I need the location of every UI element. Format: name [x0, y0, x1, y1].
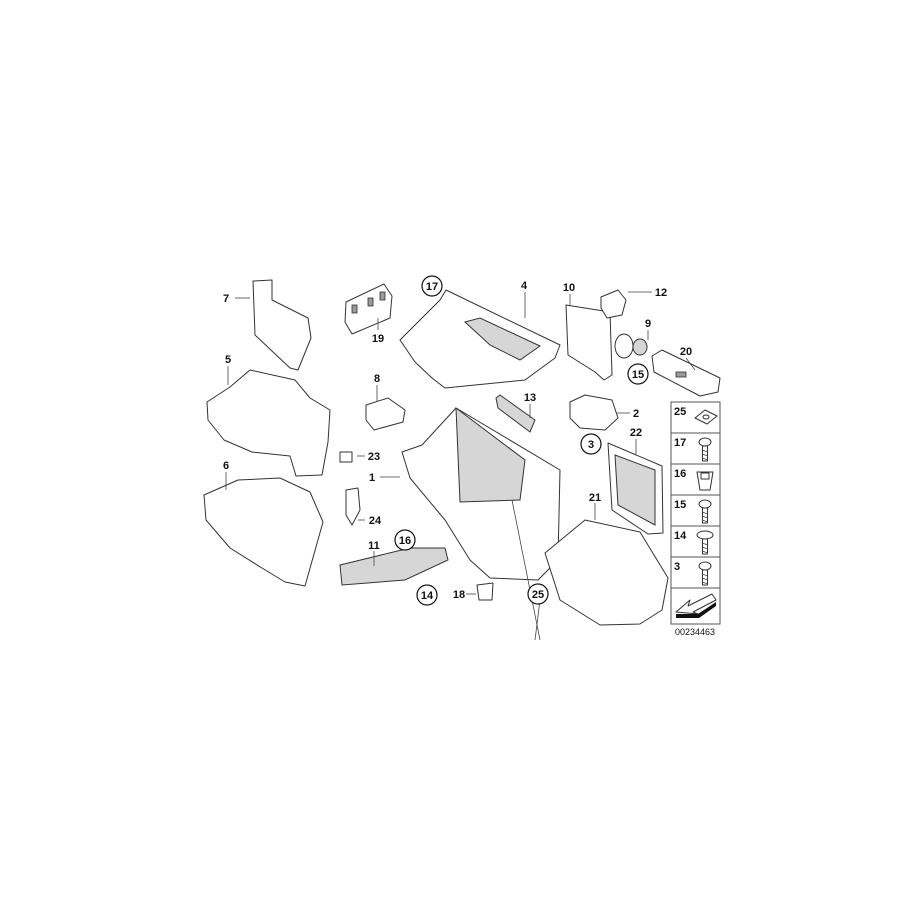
- callout-16: 16: [399, 535, 411, 547]
- legend-label-15: 15: [674, 499, 686, 511]
- callout-4: 4: [521, 280, 528, 292]
- callout-17: 17: [426, 281, 438, 293]
- legend-label-17: 17: [674, 437, 686, 449]
- part-7-bracket: [235, 279, 312, 371]
- callout-7: 7: [223, 293, 229, 305]
- part-20-sleeve: [651, 349, 721, 397]
- part-11-carrier: [339, 547, 449, 586]
- part-19-holder: [344, 283, 393, 335]
- callout-11: 11: [368, 540, 380, 552]
- arrow-icon: [675, 593, 717, 618]
- clip-nut-icon: [694, 409, 718, 425]
- part-24-clip: [345, 487, 365, 526]
- fastener-legend: 25 17 16 15 14 3: [670, 401, 721, 625]
- part-13-strip: [495, 394, 536, 433]
- callout-1: 1: [369, 472, 375, 484]
- callout-circle: [394, 529, 416, 551]
- callout-25: 25: [532, 589, 544, 601]
- callout-10: 10: [563, 282, 575, 294]
- part-5-tray: [206, 366, 331, 477]
- callout-14: 14: [421, 590, 434, 602]
- callout-18: 18: [453, 589, 465, 601]
- callout-5: 5: [225, 354, 231, 366]
- callout-circle: [421, 275, 443, 297]
- callout-12: 12: [655, 287, 667, 299]
- part-6-tray: [203, 472, 324, 587]
- callout-22: 22: [630, 427, 642, 439]
- part-9-grommet: [614, 330, 649, 359]
- callout-circle: [580, 433, 602, 455]
- callout-3: 3: [588, 439, 594, 451]
- legend-label-16: 16: [674, 468, 686, 480]
- callout-6: 6: [223, 460, 229, 472]
- part-23-clip: [339, 451, 365, 463]
- callout-15: 15: [632, 369, 644, 381]
- callout-21: 21: [589, 492, 601, 504]
- part-2-socket: [569, 394, 630, 431]
- callout-23: 23: [368, 451, 380, 463]
- self-tapping-screw-icon: [698, 499, 712, 524]
- callout-9: 9: [645, 318, 651, 330]
- diagram-id: 00234463: [675, 627, 715, 637]
- collar-screw-icon: [696, 530, 714, 555]
- callout-19: 19: [372, 333, 384, 345]
- part-4-cover: [399, 289, 561, 389]
- part-8-cap: [365, 385, 406, 431]
- callout-2: 2: [633, 408, 639, 420]
- part-1-housing: [380, 406, 561, 641]
- expanding-nut-icon: [696, 471, 714, 491]
- part-18-grommet: [466, 582, 494, 601]
- callout-circle: [527, 583, 549, 605]
- legend-label-14: 14: [674, 530, 687, 542]
- legend-label-25: 25: [674, 406, 686, 418]
- part-22-frame: [607, 439, 664, 535]
- part-12-connector: [600, 289, 652, 319]
- callout-circle: [416, 584, 438, 606]
- legend-label-3: 3: [674, 561, 680, 573]
- callout-20: 20: [680, 346, 692, 358]
- callout-circle: [627, 363, 649, 385]
- screw-icon: [698, 437, 712, 462]
- callout-8: 8: [374, 373, 380, 385]
- part-21-tray: [544, 503, 669, 626]
- oval-head-screw-icon: [698, 561, 712, 586]
- callout-24: 24: [369, 515, 382, 527]
- callout-13: 13: [524, 392, 536, 404]
